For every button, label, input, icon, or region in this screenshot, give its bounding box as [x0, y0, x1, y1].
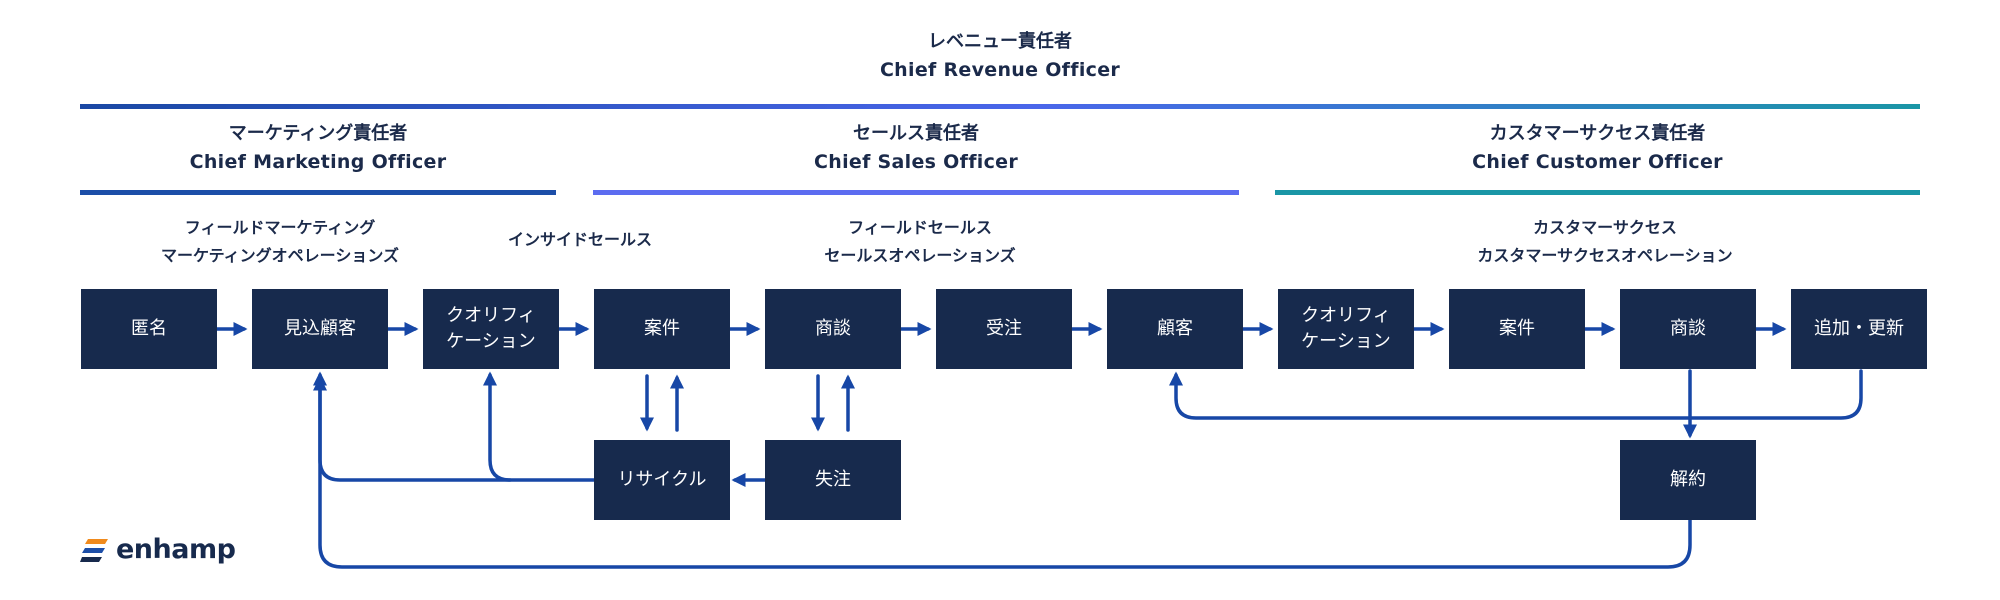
group-field-sales-line1: フィールドセールス: [848, 218, 992, 237]
enhamp-logo-icon: [80, 538, 108, 562]
enhamp-logo-text: enhamp: [116, 534, 236, 565]
sales-officer-ja: セールス責任者: [853, 123, 979, 144]
sales-bar: [593, 190, 1239, 195]
cro-title-en: Chief Revenue Officer: [879, 59, 1121, 81]
arrow-recycle-to-qualification: [483, 371, 597, 482]
stage-lead: 見込顧客: [252, 289, 388, 369]
stage-cs-opportunity: 案件: [1449, 289, 1585, 369]
enhamp-logo: enhamp: [80, 534, 236, 565]
marketing-officer-heading: マーケティング責任者 Chief Marketing Officer: [80, 120, 556, 176]
group-cs-line1: カスタマーサクセス: [1533, 218, 1677, 237]
stage-cs-negotiation: 商談: [1620, 289, 1756, 369]
stage-negotiation: 商談: [765, 289, 901, 369]
cro-bar: [80, 104, 1920, 109]
group-marketing-line2: マーケティングオペレーションズ: [160, 246, 400, 265]
stage-lost: 失注: [765, 440, 901, 520]
stage-opportunity: 案件: [594, 289, 730, 369]
stage-customer: 顧客: [1107, 289, 1243, 369]
sales-officer-en: Chief Sales Officer: [814, 151, 1018, 173]
cs-officer-en: Chief Customer Officer: [1472, 151, 1723, 173]
group-label-marketing: フィールドマーケティング マーケティングオペレーションズ: [130, 214, 430, 270]
group-cs-line2: カスタマーサクセスオペレーション: [1477, 246, 1733, 265]
cro-title-ja: レベニュー責任者: [928, 31, 1072, 52]
cs-bar: [1275, 190, 1920, 195]
group-marketing-line1: フィールドマーケティング: [184, 218, 376, 237]
group-inside-sales-line1: インサイドセールス: [507, 230, 652, 249]
sales-officer-heading: セールス責任者 Chief Sales Officer: [593, 120, 1239, 176]
group-label-field-sales: フィールドセールス セールスオペレーションズ: [780, 214, 1060, 270]
stage-churn: 解約: [1620, 440, 1756, 520]
stage-recycle: リサイクル: [594, 440, 730, 520]
marketing-officer-en: Chief Marketing Officer: [189, 151, 447, 173]
cs-officer-ja: カスタマーサクセス責任者: [1489, 123, 1706, 144]
stage-won: 受注: [936, 289, 1072, 369]
cro-heading: レベニュー責任者 Chief Revenue Officer: [800, 28, 1200, 84]
group-label-customer-success: カスタマーサクセス カスタマーサクセスオペレーション: [1450, 214, 1760, 270]
group-label-inside-sales: インサイドセールス: [480, 226, 680, 254]
cs-officer-heading: カスタマーサクセス責任者 Chief Customer Officer: [1275, 120, 1920, 176]
arrow-churn-to-lead: [313, 376, 1692, 569]
stage-upsell-renewal: 追加・更新: [1791, 289, 1927, 369]
stage-cs-qualification: クオリフィ ケーション: [1278, 289, 1414, 369]
arrow-recycle-to-lead: [313, 371, 512, 482]
stage-qualification: クオリフィ ケーション: [423, 289, 559, 369]
group-field-sales-line2: セールスオペレーションズ: [824, 246, 1016, 265]
marketing-bar: [80, 190, 556, 195]
marketing-officer-ja: マーケティング責任者: [228, 123, 408, 144]
arrow-upsell-to-customer: [1169, 369, 1863, 420]
stage-anonymous: 匿名: [81, 289, 217, 369]
